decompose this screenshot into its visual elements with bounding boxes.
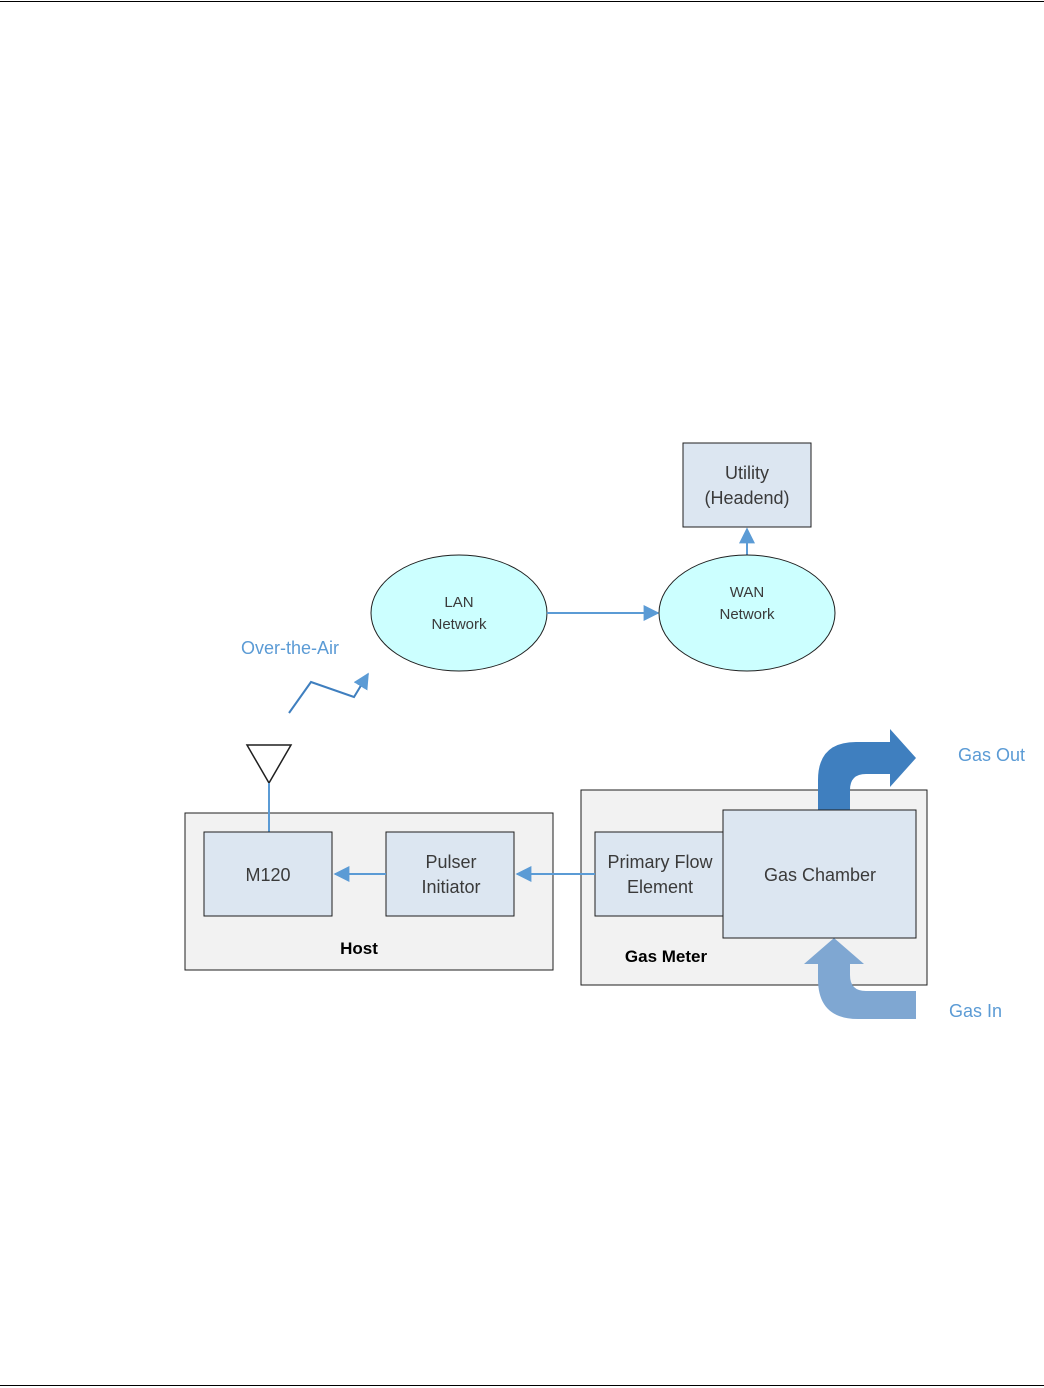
gas-meter-group-label: Gas Meter: [625, 947, 708, 966]
over-the-air-label: Over-the-Air: [241, 638, 339, 658]
host-group-label: Host: [340, 939, 378, 958]
wan-label-line1: WAN: [730, 584, 764, 601]
primary-flow-label-line1: Primary Flow: [607, 852, 713, 872]
gas-chamber-label: Gas Chamber: [764, 865, 876, 885]
utility-label-line1: Utility: [725, 463, 769, 483]
pulser-initiator-node: Pulser Initiator: [386, 832, 514, 916]
pulser-label-line2: Initiator: [421, 877, 480, 897]
primary-flow-label-line2: Element: [627, 877, 693, 897]
gas-chamber-node: Gas Chamber: [723, 810, 916, 938]
utility-headend-node: Utility (Headend): [683, 443, 811, 527]
lan-network-node: LAN Network: [371, 555, 547, 671]
pulser-label-line1: Pulser: [425, 852, 476, 872]
lan-label-line1: LAN: [444, 594, 473, 611]
utility-label-line2: (Headend): [704, 488, 789, 508]
m120-node: M120: [204, 832, 332, 916]
lan-label-line2: Network: [431, 616, 487, 633]
primary-flow-element-node: Primary Flow Element: [595, 832, 723, 916]
gas-out-label: Gas Out: [958, 745, 1025, 765]
gas-in-label: Gas In: [949, 1001, 1002, 1021]
m120-label: M120: [245, 865, 290, 885]
wan-network-node: WAN Network: [659, 555, 835, 671]
wan-label-line2: Network: [719, 606, 775, 623]
wireless-signal-icon: [289, 674, 368, 713]
